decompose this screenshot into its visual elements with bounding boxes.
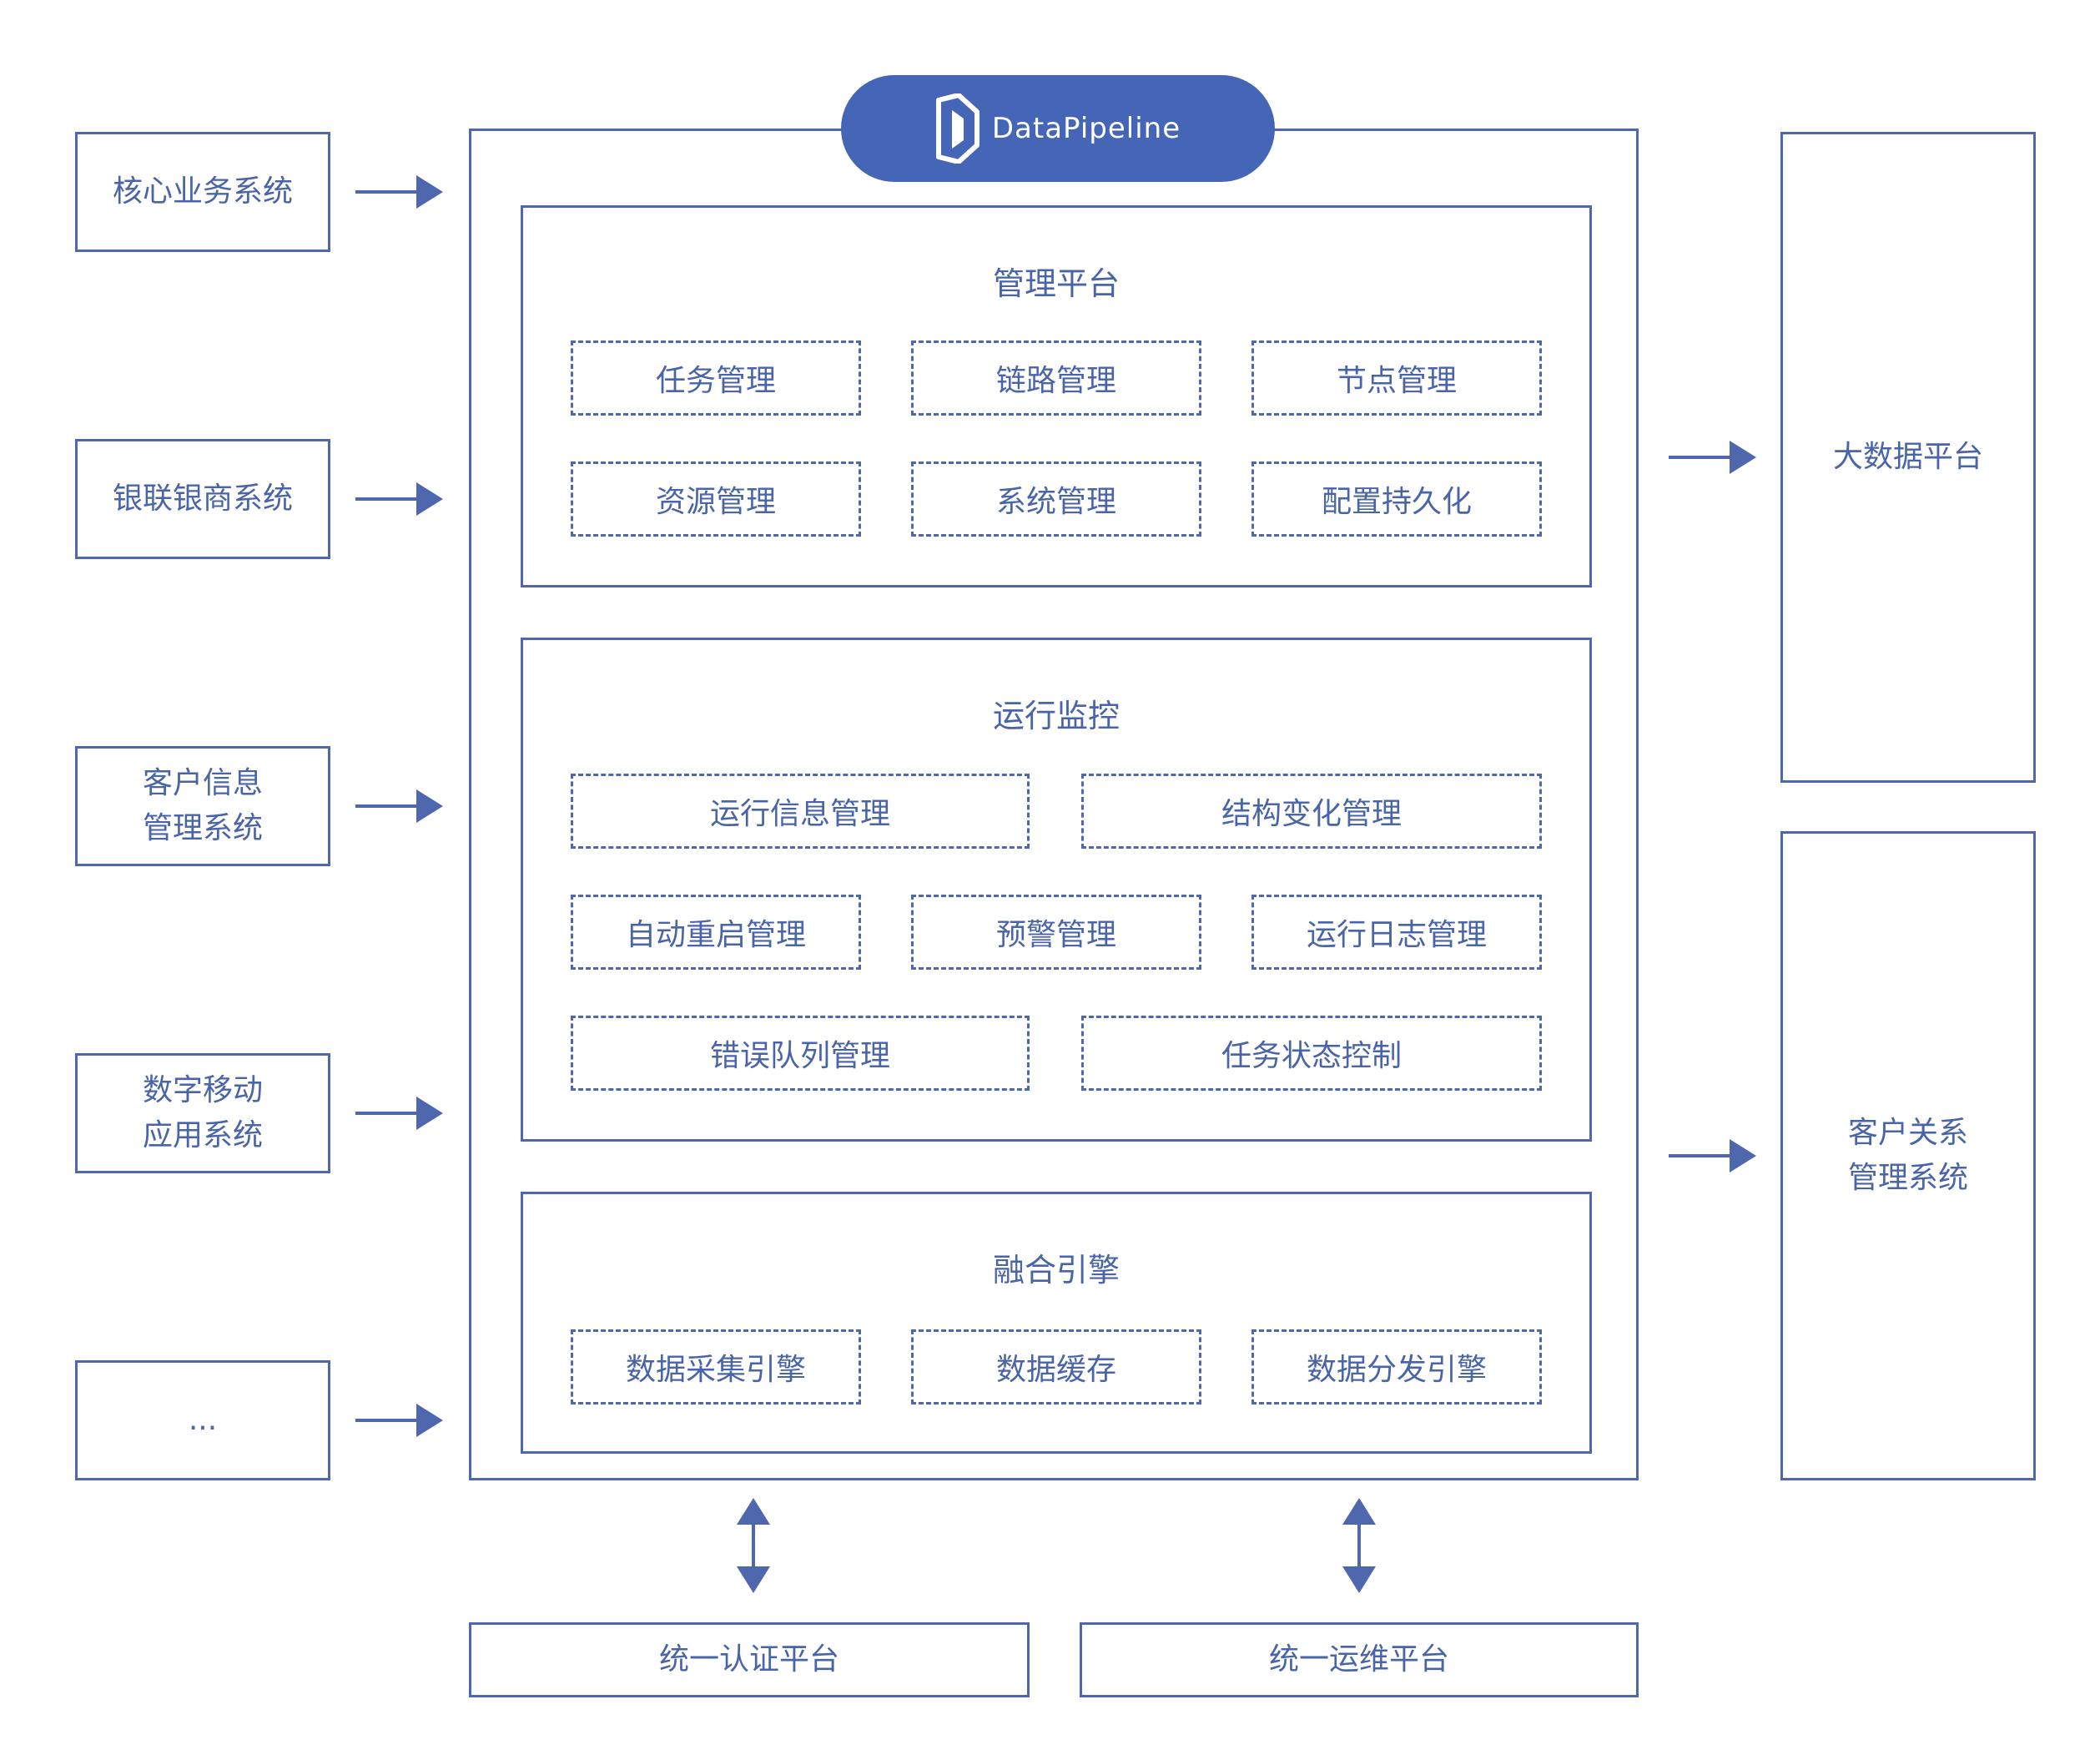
mgmt-item-resource: 资源管理	[571, 461, 861, 537]
source-label: ...	[188, 1403, 218, 1437]
engine-item-distribute: 数据分发引擎	[1251, 1329, 1542, 1404]
bottom-label: 统一认证平台	[658, 1642, 839, 1677]
mgmt-item-system: 系统管理	[911, 461, 1201, 537]
source-label: 银联银商系统	[112, 482, 293, 516]
target-crm: 客户关系 管理系统	[1780, 831, 2036, 1480]
engine-item-cache: 数据缓存	[911, 1329, 1201, 1404]
datapipeline-logo-icon	[935, 93, 979, 164]
mon-item-run-info: 运行信息管理	[571, 774, 1030, 849]
engine-panel: 融合引擎	[521, 1192, 1592, 1454]
unified-ops-platform: 统一运维平台	[1080, 1622, 1639, 1697]
source-customer-info: 客户信息 管理系统	[75, 746, 330, 866]
mon-item-alert: 预警管理	[911, 895, 1201, 970]
unified-auth-platform: 统一认证平台	[469, 1622, 1030, 1697]
source-unionpay: 银联银商系统	[75, 439, 330, 559]
mgmt-item-node: 节点管理	[1251, 340, 1542, 416]
bottom-label: 统一运维平台	[1268, 1642, 1449, 1677]
management-title: 管理平台	[992, 265, 1120, 302]
mon-item-run-log: 运行日志管理	[1251, 895, 1542, 970]
mon-item-error-queue: 错误队列管理	[571, 1016, 1030, 1091]
mon-item-task-state: 任务状态控制	[1081, 1016, 1542, 1091]
source-label: 客户信息 管理系统	[142, 766, 263, 845]
mon-item-auto-restart: 自动重启管理	[571, 895, 861, 970]
source-core-business: 核心业务系统	[75, 132, 330, 252]
mgmt-item-config-persist: 配置持久化	[1251, 461, 1542, 537]
mgmt-item-link: 链路管理	[911, 340, 1201, 416]
source-label: 核心业务系统	[112, 174, 293, 209]
brand-name: DataPipeline	[991, 112, 1181, 145]
mgmt-item-task: 任务管理	[571, 340, 861, 416]
engine-title: 融合引擎	[992, 1252, 1120, 1288]
management-panel: 管理平台	[521, 205, 1592, 588]
source-more: ...	[75, 1360, 330, 1480]
source-digital-mobile: 数字移动 应用系统	[75, 1053, 330, 1173]
target-big-data-platform: 大数据平台	[1780, 132, 2036, 783]
monitoring-panel: 运行监控	[521, 638, 1592, 1142]
source-label: 数字移动 应用系统	[142, 1073, 263, 1152]
engine-item-collect: 数据采集引擎	[571, 1329, 861, 1404]
target-label: 客户关系 管理系统	[1847, 1116, 1968, 1195]
datapipeline-logo: DataPipeline	[841, 75, 1275, 182]
mon-item-schema-change: 结构变化管理	[1081, 774, 1542, 849]
monitoring-title: 运行监控	[992, 698, 1120, 734]
target-label: 大数据平台	[1832, 440, 1983, 474]
